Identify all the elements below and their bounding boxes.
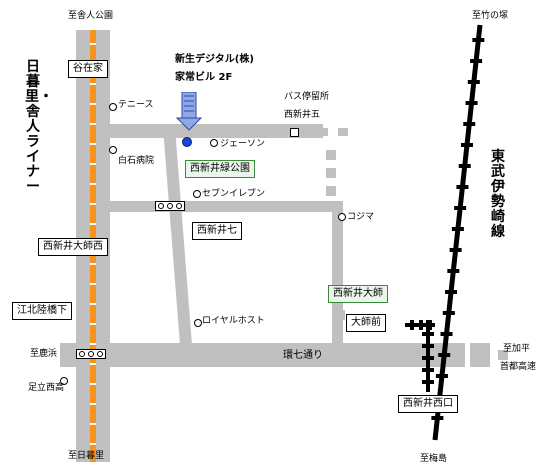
direction-takenotsuka: 至竹の塚 (472, 11, 509, 21)
landmark-marker-icon (194, 319, 202, 327)
railway-tie (422, 332, 434, 336)
traffic-signal-icon (155, 201, 185, 211)
railway-tie (410, 320, 414, 330)
landmark-marker-icon (338, 213, 346, 221)
railway-tie (449, 248, 462, 252)
road-right-vertical (332, 205, 343, 345)
station-nishiarai-nishiguchi: 西新井西口 (398, 395, 458, 413)
railway-tie (422, 356, 434, 360)
landmark-kojima: コジマ (347, 212, 375, 222)
traffic-signal-icon (76, 349, 106, 359)
station-nishiaraidaishi: 西新井大師 (328, 285, 388, 303)
railway-tie (458, 164, 471, 168)
railway-tie (422, 344, 434, 348)
railway-tie (438, 353, 451, 357)
road-top (108, 124, 323, 138)
tobu-railway (405, 24, 485, 441)
railway-tie (445, 290, 458, 294)
station-yazaike: 谷在家 (68, 60, 108, 78)
intersection-nishiarai7: 西新井七 (192, 222, 242, 240)
landmark-marker-icon (109, 146, 117, 154)
railway-tie (463, 122, 476, 126)
direction-kahei: 至加平 (503, 344, 531, 354)
direction-toneri-park: 至舎人公園 (68, 11, 114, 21)
destination-pin-icon (182, 137, 192, 147)
railway-tie (472, 38, 485, 42)
railway-tie (456, 185, 469, 189)
railway-tie (435, 374, 448, 378)
railway-tie (442, 311, 455, 315)
railway-tie (422, 380, 434, 384)
landmark-marker-icon (60, 377, 68, 385)
landmark-bus-stop: バス停留所 (284, 92, 330, 102)
line-name-nippori-toneri: 日暮里・舎人ライナー (25, 59, 53, 195)
railway-tie (465, 101, 478, 105)
railway-tie (454, 206, 467, 210)
destination-name: 新生デジタル(株) (175, 54, 254, 65)
direction-umejima: 至梅島 (420, 454, 448, 464)
line-name-tobu-isesaki: 東武伊勢崎線 (491, 149, 505, 240)
road-diagonal (163, 128, 192, 345)
bus-stop-icon (290, 128, 299, 137)
landmark-tennis: テニース (118, 100, 154, 110)
landmark-marker-icon (210, 139, 218, 147)
landmark-marker-icon (193, 190, 201, 198)
railway-tie (470, 59, 483, 63)
railway-tie (419, 320, 423, 330)
landmark-adachi-nishi-high: 足立西高 (28, 383, 65, 393)
road-name-kannana: 環七通り (283, 350, 323, 361)
railway-tie (447, 269, 460, 273)
landmark-nishiarai-midori-park: 西新井緑公園 (185, 160, 255, 178)
landmark-jason: ジェーソン (220, 139, 266, 149)
destination-building: 家常ビル 2F (175, 72, 233, 83)
station-daishimae: 大師前 (346, 314, 386, 332)
railway-tie (440, 332, 453, 336)
road-kannana (60, 343, 465, 367)
landmark-royal-host: ロイヤルホスト (202, 316, 265, 326)
railway-tie (422, 368, 434, 372)
direction-shuto-expressway: 首都高速 (500, 362, 537, 372)
station-koboku-rikkyoshita: 江北陸橋下 (12, 302, 72, 320)
railway-tie (451, 227, 464, 231)
road-middle (108, 201, 343, 212)
destination-arrow-icon (176, 92, 202, 131)
direction-shikahama: 至鹿浜 (30, 349, 58, 359)
landmark-marker-icon (109, 103, 117, 111)
railway-tie (460, 143, 473, 147)
direction-nippori: 至日暮里 (68, 451, 105, 461)
railway-tie (428, 320, 432, 330)
landmark-seven-eleven: セブンイレブン (202, 189, 266, 199)
landmark-shiraishi-hospital: 白石病院 (118, 156, 155, 166)
station-nishiaraidaishinishi: 西新井大師西 (38, 238, 108, 256)
landmark-nishiarai5: 西新井五 (284, 110, 321, 120)
railway-tie (431, 416, 444, 420)
railway-tie (467, 80, 480, 84)
